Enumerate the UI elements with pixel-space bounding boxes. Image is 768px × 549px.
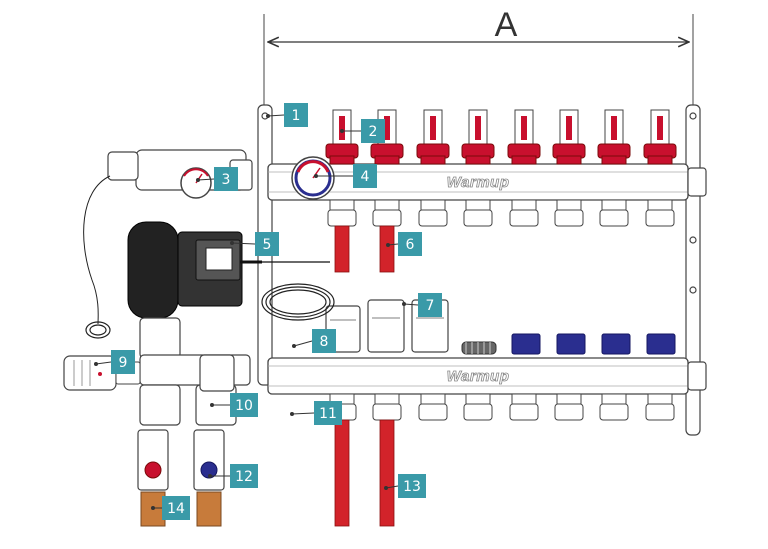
callout-box — [361, 119, 385, 143]
outlet-fitting — [509, 199, 539, 227]
circulation-pump — [127, 221, 330, 319]
flowmeter — [507, 109, 541, 165]
callout-number: 14 — [167, 501, 185, 517]
callout-number: 8 — [320, 334, 329, 350]
dimension-label: A — [495, 6, 518, 44]
blue-valve-caps — [511, 333, 676, 355]
callout-3: 3 — [196, 167, 238, 191]
outlet-fitting — [509, 393, 539, 421]
callout-number: 11 — [319, 406, 337, 422]
outlet-fitting — [327, 199, 357, 227]
callout-number: 9 — [119, 355, 128, 371]
callout-box — [418, 293, 442, 317]
callout-number: 6 — [406, 237, 415, 253]
callout-box — [230, 393, 258, 417]
callout-number: 3 — [222, 172, 231, 188]
outlet-fitting — [463, 199, 493, 227]
red-pipes — [334, 225, 395, 527]
brand-label-bottom: Warmup — [447, 368, 510, 385]
flowmeter — [643, 109, 677, 165]
callout-box — [398, 232, 422, 256]
ball-valves — [137, 429, 225, 491]
callout-number: 7 — [426, 298, 435, 314]
callout-box — [214, 167, 238, 191]
callout-box — [255, 232, 279, 256]
outlet-fitting — [463, 393, 493, 421]
blank-cap — [461, 341, 497, 355]
return-manifold: Warmup — [267, 357, 707, 395]
callout-6: 6 — [386, 232, 422, 256]
callout-box — [111, 350, 135, 374]
manifold-thermometer — [291, 156, 335, 200]
outlet-fitting — [554, 393, 584, 421]
flowmeter — [461, 109, 495, 165]
flowmeter — [552, 109, 586, 165]
flowmeter — [597, 109, 631, 165]
flow-outlet-fittings — [327, 199, 675, 227]
return-outlet-fittings — [327, 393, 675, 421]
callout-11: 11 — [290, 401, 342, 425]
outlet-fitting — [372, 199, 402, 227]
callout-box — [162, 496, 190, 520]
outlet-fitting — [372, 393, 402, 421]
outlet-fitting — [599, 393, 629, 421]
callout-box — [398, 474, 426, 498]
flowmeter — [325, 109, 359, 165]
actuators — [325, 299, 449, 353]
copper-connectors — [140, 491, 222, 527]
flowmeters — [325, 109, 677, 165]
callout-10: 10 — [210, 393, 258, 417]
callout-5: 5 — [230, 232, 279, 256]
callout-box — [230, 464, 258, 488]
callout-4: 4 — [314, 164, 377, 188]
callout-8: 8 — [292, 329, 336, 353]
outlet-fitting — [599, 199, 629, 227]
dimension-a: A — [263, 6, 694, 105]
outlet-fitting — [645, 393, 675, 421]
callout-7: 7 — [402, 293, 442, 317]
callout-box — [312, 329, 336, 353]
callout-number: 13 — [403, 479, 421, 495]
callout-9: 9 — [94, 350, 135, 374]
callout-number: 4 — [361, 169, 370, 185]
outlet-fitting — [554, 199, 584, 227]
callout-box — [284, 103, 308, 127]
callout-box — [353, 164, 377, 188]
callout-number: 12 — [235, 469, 253, 485]
brand-label-top: Warmup — [447, 174, 510, 191]
callout-12: 12 — [208, 464, 258, 488]
outlet-fitting — [418, 393, 448, 421]
temperature-gauge — [180, 167, 212, 199]
outlet-fitting — [418, 199, 448, 227]
callout-number: 10 — [235, 398, 253, 414]
callout-13: 13 — [384, 474, 426, 498]
flowmeter — [416, 109, 450, 165]
callout-number: 1 — [292, 108, 301, 124]
capillary-coil — [83, 175, 335, 339]
callout-1: 1 — [266, 103, 308, 127]
callout-14: 14 — [151, 496, 190, 520]
callout-number: 2 — [369, 124, 378, 140]
callout-number: 5 — [263, 237, 272, 253]
callout-2: 2 — [340, 119, 385, 143]
outlet-fitting — [645, 199, 675, 227]
callout-box — [314, 401, 342, 425]
